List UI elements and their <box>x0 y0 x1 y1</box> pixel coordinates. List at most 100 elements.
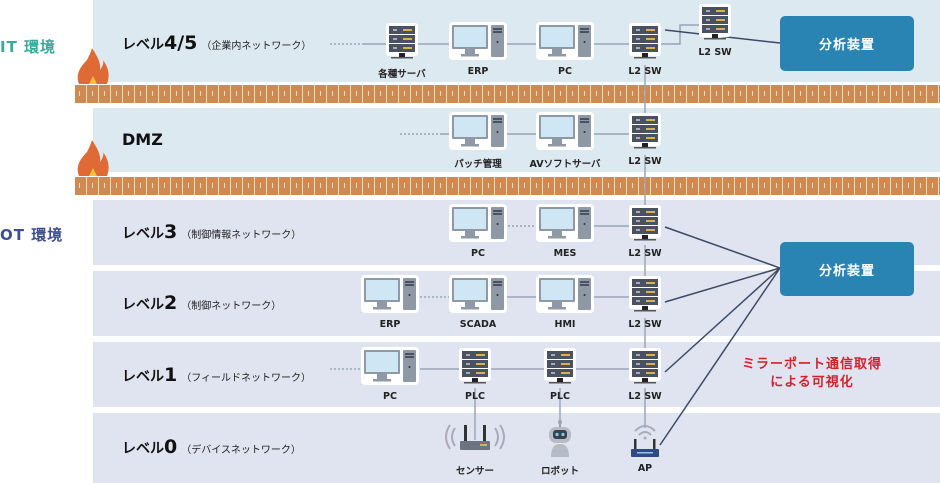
analyzer-it: 分析装置 <box>780 16 914 71</box>
node-l2-hmi: HMI <box>525 275 605 335</box>
mirror-port-annotation: ミラーポート通信取得 による可視化 <box>712 356 912 392</box>
level-prefix: レベル <box>122 369 164 385</box>
level-label-1: レベル1（フィールドネットワーク） <box>122 364 311 386</box>
level-number: 0 <box>164 436 178 458</box>
annotation-line: ミラーポート通信取得 <box>741 357 882 372</box>
node-label: MES <box>553 248 577 259</box>
sensor-icon <box>435 419 515 455</box>
node-label: SCADA <box>459 319 497 330</box>
node-label: 各種サーバ <box>378 69 426 80</box>
node-label: PC <box>383 391 397 402</box>
level-subtitle: （制御情報ネットワーク） <box>181 230 302 241</box>
switch-icon <box>605 347 685 387</box>
pc-icon <box>438 112 518 150</box>
fire-icon <box>77 140 109 176</box>
pc-icon <box>525 275 605 313</box>
node-label: センサー <box>455 466 494 477</box>
annotation-line: による可視化 <box>770 375 854 390</box>
plc-icon <box>520 347 600 387</box>
band-level0 <box>93 413 940 483</box>
node-label: パッチ管理 <box>454 159 502 170</box>
node-l1-plc2: PLC <box>520 347 600 407</box>
level-subtitle: （企業内ネットワーク） <box>201 41 312 52</box>
pc-icon <box>525 22 605 60</box>
node-label: L2 SW <box>628 319 662 330</box>
mirror-link <box>664 267 781 303</box>
node-label: ロボット <box>540 466 579 477</box>
level-number: DMZ <box>122 130 163 149</box>
access-point-icon <box>605 419 685 459</box>
level-label-0: レベル0（デバイスネットワーク） <box>122 436 301 458</box>
node-l45-server: 各種サーバ <box>362 22 442 82</box>
level-subtitle: （デバイスネットワーク） <box>181 445 301 456</box>
node-l45-erp: ERP <box>438 22 518 82</box>
node-l45-sw: L2 SW <box>605 22 685 82</box>
level-label-dmz: DMZ <box>122 130 163 149</box>
level-subtitle: （フィールドネットワーク） <box>181 373 312 384</box>
node-label: L2 SW <box>628 156 662 167</box>
node-label: ERP <box>467 66 489 77</box>
node-l0-robot: ロボット <box>520 419 600 479</box>
level-prefix: レベル <box>122 226 164 242</box>
level-number: 3 <box>164 221 178 243</box>
pc-icon <box>438 22 518 60</box>
analyzer-label: 分析装置 <box>818 38 875 53</box>
node-l3-sw: L2 SW <box>605 204 685 264</box>
node-label: AVソフトサーバ <box>529 159 601 170</box>
server-icon <box>362 22 442 62</box>
link <box>660 24 700 45</box>
level-number: 1 <box>164 364 178 386</box>
level-subtitle: （制御ネットワーク） <box>181 301 282 312</box>
switch-icon <box>605 275 685 315</box>
node-label: L2 SW <box>628 248 662 259</box>
node-l45-sw2: L2 SW <box>675 3 755 63</box>
band-level1 <box>93 342 940 407</box>
it-environment-label: IT 環境 <box>0 38 57 56</box>
band-dmz <box>93 108 940 172</box>
fire-icon <box>77 48 109 84</box>
level-prefix: レベル <box>122 297 164 313</box>
node-l0-sensor: センサー <box>435 419 515 479</box>
node-label: ERP <box>379 319 401 330</box>
pc-icon <box>438 204 518 242</box>
node-l1-pc: PC <box>350 347 430 407</box>
node-l1-plc1: PLC <box>435 347 515 407</box>
node-l3-mes: MES <box>525 204 605 264</box>
level-number: 4/5 <box>164 32 198 54</box>
plc-icon <box>435 347 515 387</box>
node-l2-erp: ERP <box>350 275 430 335</box>
level-prefix: レベル <box>122 441 164 457</box>
firewall-dmz-ot <box>75 177 940 195</box>
level-number: 2 <box>164 292 178 314</box>
node-l45-pc: PC <box>525 22 605 82</box>
switch-icon <box>605 112 685 152</box>
pc-icon <box>350 347 430 385</box>
switch-icon <box>675 3 755 43</box>
node-label: L2 SW <box>628 391 662 402</box>
mirror-link <box>659 267 781 446</box>
node-l2-scada: SCADA <box>438 275 518 335</box>
robot-icon <box>520 419 600 459</box>
firewall-it-dmz <box>75 85 940 103</box>
analyzer-label: 分析装置 <box>818 263 875 279</box>
node-label: L2 SW <box>698 47 732 58</box>
mirror-link <box>664 226 781 269</box>
switch-icon <box>605 22 685 62</box>
node-label: PLC <box>465 391 485 402</box>
node-l2-sw: L2 SW <box>605 275 685 335</box>
mirror-link <box>664 267 781 373</box>
node-dmz-sw: L2 SW <box>605 112 685 172</box>
node-label: PLC <box>550 391 570 402</box>
level-label-3: レベル3（制御情報ネットワーク） <box>122 221 301 243</box>
node-label: L2 SW <box>628 66 662 77</box>
node-l1-sw: L2 SW <box>605 347 685 407</box>
pc-icon <box>525 112 605 150</box>
pc-icon <box>350 275 430 313</box>
switch-icon <box>605 204 685 244</box>
node-label: AP <box>637 463 653 474</box>
level-label-2: レベル2（制御ネットワーク） <box>122 292 281 314</box>
node-label: HMI <box>554 319 576 330</box>
level-prefix: レベル <box>122 37 164 53</box>
node-label: PC <box>558 66 572 77</box>
level-label-4-5: レベル4/5（企業内ネットワーク） <box>122 32 311 54</box>
